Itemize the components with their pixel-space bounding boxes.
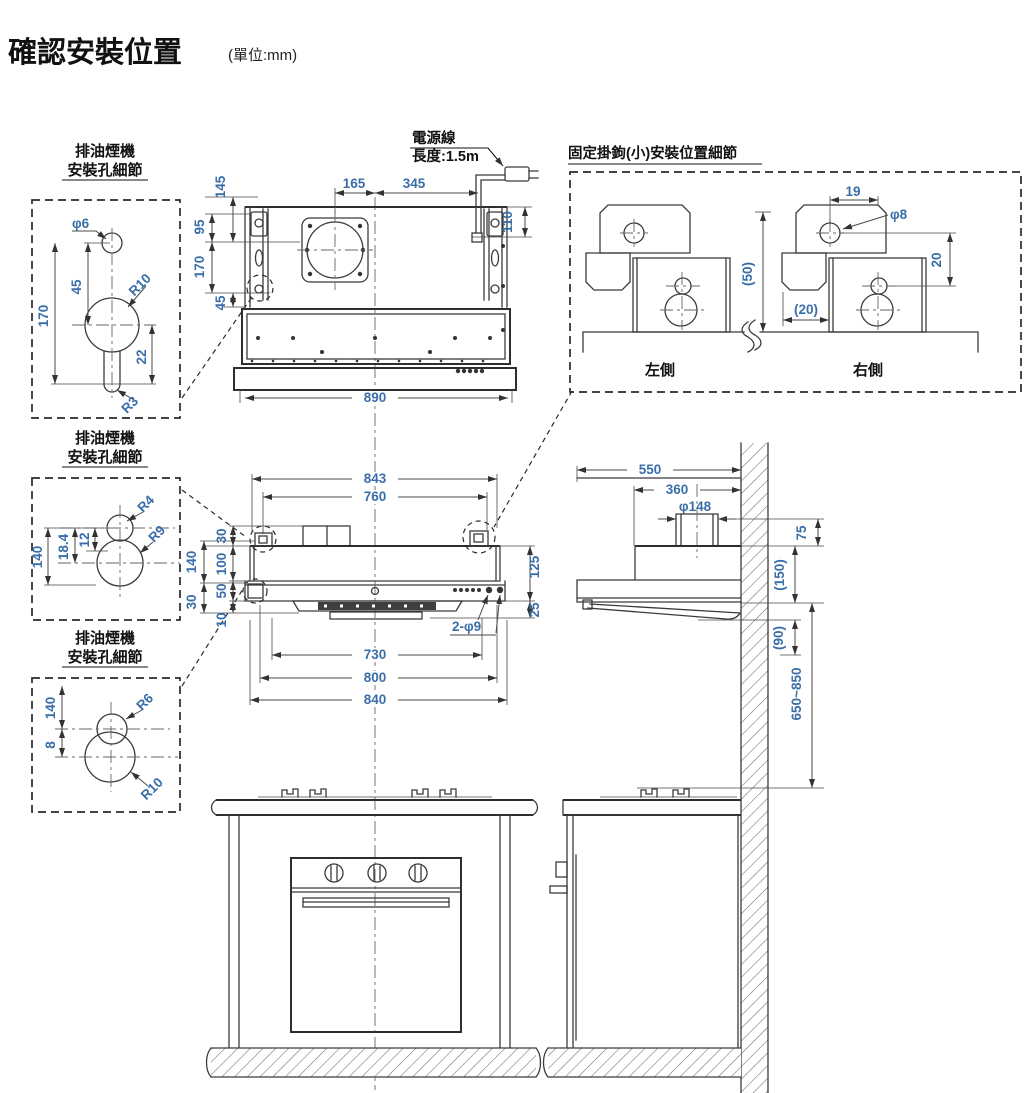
- hole-detail-3-label-2: 安裝孔細節: [67, 648, 142, 666]
- dim-plan-holes: 2-φ9: [452, 619, 481, 634]
- dim-side-90: (90): [771, 626, 786, 650]
- dim-hook-19: 19: [845, 184, 860, 199]
- dim-front-145: 145: [213, 175, 228, 198]
- hook-right-label: 右側: [853, 361, 883, 379]
- dim-box1-170: 170: [36, 305, 51, 328]
- stove-side-view: [542, 788, 742, 1078]
- dim-plan-760: 760: [364, 489, 387, 504]
- stove-front-view: [205, 788, 542, 1078]
- hob-screw-holes: [453, 586, 504, 594]
- dim-box1-22: 22: [134, 349, 149, 364]
- hood-front-view: 電源線 長度:1.5m 165 345 145 95 170 45 110: [192, 129, 539, 405]
- dim-plan-100: 100: [214, 553, 229, 576]
- dim-box2-140: 140: [30, 546, 45, 569]
- dim-front-170: 170: [192, 256, 207, 279]
- dim-plan-125: 125: [527, 555, 542, 578]
- hood-elevation-view: 843 760 30 100: [184, 471, 542, 707]
- dim-side-dia148: φ148: [679, 499, 712, 514]
- power-cord: [471, 166, 539, 243]
- dim-plan-25: 25: [527, 602, 542, 618]
- oven-knobs: [324, 863, 428, 883]
- dim-hook-50: (50): [740, 262, 755, 286]
- hole-detail-box-2: 排油煙機 安裝孔細節 12 18.4 140 R4 R9: [30, 429, 181, 621]
- hook-callout-circle-plan-left: [249, 525, 277, 553]
- hole-detail-1-label-1: 排油煙機: [75, 142, 135, 160]
- dim-front-110: 110: [500, 211, 515, 233]
- hook-callout-circle-plan-lower: [242, 578, 268, 604]
- dim-box1-45: 45: [69, 279, 84, 295]
- dim-plan-30t: 30: [214, 528, 229, 543]
- dim-plan-140: 140: [184, 551, 199, 574]
- floor-hatch-front: [211, 1048, 536, 1077]
- unit-note: (單位:mm): [228, 47, 297, 64]
- hook-left-label: 左側: [644, 361, 675, 379]
- hook-left-assembly: [585, 204, 731, 333]
- dim-hook-dia8: φ8: [890, 207, 908, 222]
- hole-detail-1-label-2: 安裝孔細節: [67, 161, 142, 179]
- hole-detail-3-label-1: 排油煙機: [75, 629, 135, 647]
- dim-plan-50: 50: [214, 583, 229, 598]
- header: 確認安裝位置 (單位:mm): [8, 35, 297, 69]
- dim-front-890: 890: [364, 390, 387, 405]
- floor-hatch-side: [548, 1048, 741, 1077]
- dim-plan-800: 800: [364, 670, 387, 685]
- dim-plan-730: 730: [364, 647, 387, 662]
- dim-box2-12: 12: [77, 532, 92, 547]
- dim-side-range: 650~850: [789, 668, 804, 721]
- dim-box3-140: 140: [43, 697, 58, 720]
- dim-plan-843: 843: [364, 471, 387, 486]
- hole-detail-box-3: 排油煙機 安裝孔細節 140 8 R6 R10: [31, 629, 181, 813]
- dim-front-95: 95: [192, 219, 207, 235]
- dim-box1-dia: φ6: [72, 216, 90, 231]
- dim-side-75: 75: [794, 525, 809, 541]
- hook-detail-box: 固定掛鉤(小)安裝位置細節: [568, 144, 1022, 393]
- stove-side-valve: [549, 885, 568, 894]
- cord-label-line2: 長度:1.5m: [412, 147, 479, 165]
- hook-callout-circle-left: [246, 274, 274, 302]
- dim-box3-8: 8: [43, 741, 58, 749]
- dim-plan-30b: 30: [184, 594, 199, 609]
- dim-hook-20: 20: [929, 252, 944, 267]
- dim-side-360: 360: [666, 482, 689, 497]
- dim-hook-20p: (20): [794, 302, 818, 317]
- hole-detail-2-label-2: 安裝孔細節: [67, 448, 142, 466]
- hood-side-view: 550 360 φ148 75 (150) (90) 650~850: [576, 442, 824, 1093]
- hole-detail-box-1: 排油煙機 安裝孔細節 φ6 45 170 22 R10 R3: [31, 142, 181, 419]
- page-title: 確認安裝位置: [8, 35, 182, 69]
- cord-label-line1: 電源線: [412, 129, 456, 147]
- dim-plan-10: 10: [214, 612, 229, 627]
- hook-detail-title: 固定掛鉤(小)安裝位置細節: [568, 144, 738, 162]
- panel-screws: [250, 336, 492, 374]
- hole-detail-2-label-1: 排油煙機: [75, 429, 135, 447]
- wall-hatch: [741, 443, 768, 1093]
- stove-side-handle: [555, 861, 568, 878]
- dim-front-165: 165: [343, 176, 366, 191]
- hook-right-assembly: [781, 204, 927, 333]
- grate-dots: [324, 604, 423, 608]
- dim-front-45: 45: [213, 295, 228, 311]
- dim-plan-840: 840: [364, 692, 387, 707]
- dim-side-150: (150): [772, 559, 787, 591]
- plug-icon: [504, 166, 530, 182]
- dim-side-550: 550: [639, 462, 662, 477]
- oven-door: [290, 857, 462, 1033]
- dim-front-345: 345: [403, 176, 426, 191]
- hook-callout-circle-plan-right: [462, 520, 496, 554]
- dim-box2-18-4: 18.4: [56, 533, 71, 560]
